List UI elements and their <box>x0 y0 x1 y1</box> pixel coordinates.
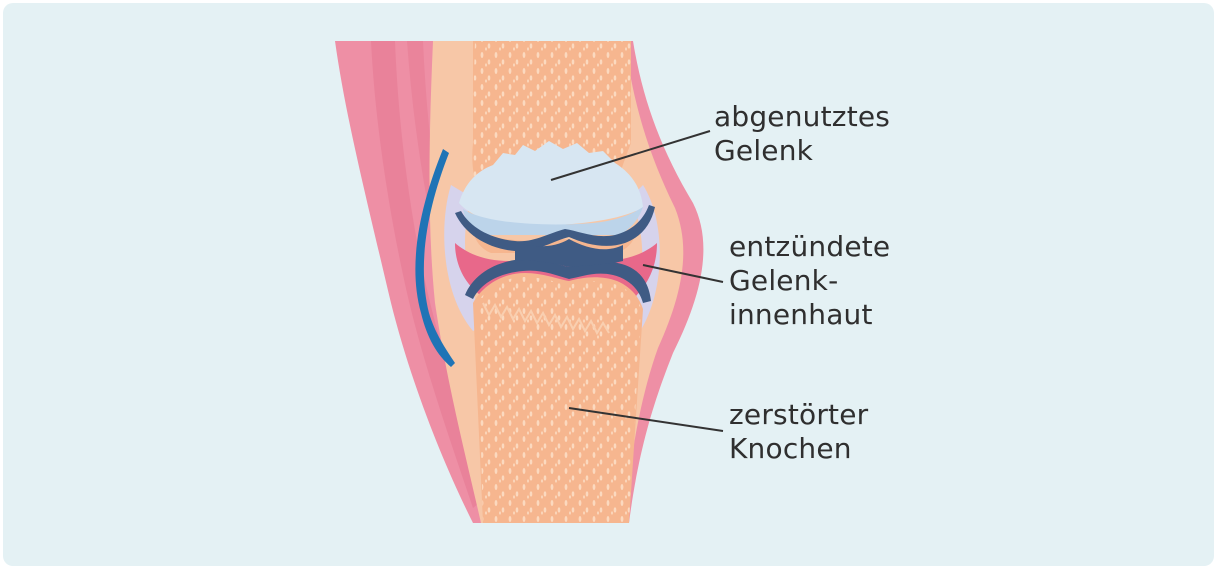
joint-illustration <box>3 3 1214 566</box>
label-inflamed-synovium: entzündete Gelenk- innenhaut <box>729 230 890 332</box>
label-worn-joint: abgenutztes Gelenk <box>714 100 890 168</box>
illustration-panel: abgenutztes Gelenk entzündete Gelenk- in… <box>3 3 1214 566</box>
label-destroyed-bone: zerstörter Knochen <box>729 398 868 466</box>
